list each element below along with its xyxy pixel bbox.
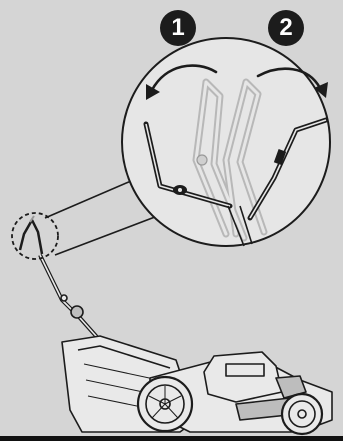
detail-marker-circle (12, 213, 58, 259)
step-2-badge: 2 (268, 10, 304, 46)
zoom-detail (122, 38, 330, 246)
step-1-number: 1 (171, 14, 184, 42)
front-wheel (282, 394, 322, 434)
step-2-number: 2 (279, 14, 292, 42)
mower-engine (204, 352, 282, 402)
lawn-mower (40, 255, 332, 434)
handle-knob (71, 306, 83, 318)
bottom-rule (0, 436, 343, 441)
step-1-badge: 1 (160, 10, 196, 46)
rear-wheel (138, 377, 192, 431)
zoom-circle (122, 38, 330, 246)
small-handle-top (20, 216, 42, 254)
